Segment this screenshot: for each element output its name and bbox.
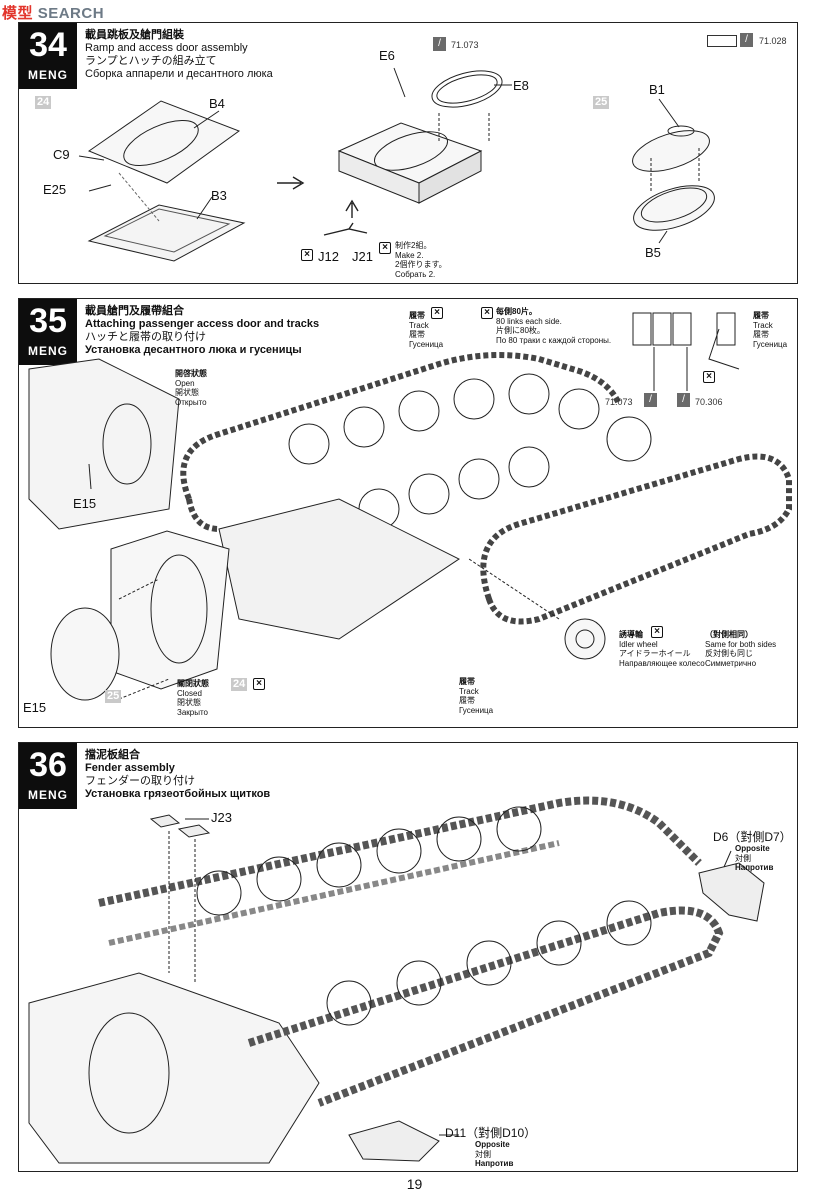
knife-icon: /	[644, 393, 657, 407]
part-label-b1: B1	[649, 82, 665, 97]
part-label-c9: C9	[53, 147, 70, 162]
step-34-drawing	[78, 67, 715, 262]
part-label-e8: E8	[513, 78, 529, 93]
step-title: 載員艙門及履帶組合 Attaching passenger access doo…	[85, 305, 320, 356]
step-title: 擋泥板組合 Fender assembly フェンダーの取り付け Установ…	[85, 749, 271, 800]
part-label-j23: J23	[211, 810, 232, 825]
meng-logo: MENG	[28, 68, 68, 82]
part-label-e25: E25	[43, 182, 67, 197]
page-number: 19	[406, 1176, 423, 1192]
part-label-e15-bottom: E15	[23, 700, 47, 715]
step-ref-25: 25	[105, 690, 122, 703]
links-per-side-note: 每側80片。 80 links each side. 片側に80枚。 По 80…	[496, 307, 612, 345]
step-number-badge: 35 MENG	[19, 299, 77, 365]
step-36-drawing	[28, 796, 765, 1164]
closed-state-icon: ×	[253, 678, 265, 690]
make-two-note-icon: ×	[379, 242, 391, 254]
meng-logo: MENG	[28, 788, 68, 802]
knife-icon: /	[433, 37, 446, 51]
symmetric-note: （對側相同） Same for both sides 反対側も同じ Симмет…	[705, 630, 777, 668]
idler-wheel-icon: ×	[651, 626, 663, 638]
part-label-j21: J21	[352, 249, 373, 264]
links-note-icon: ×	[481, 307, 493, 319]
closed-state-label: 關閉狀態 Closed 閉状態 Закрыто	[177, 679, 209, 717]
knife-icon: /	[740, 33, 753, 47]
make-two-note: 制作2組。 Make 2. 2個作ります。 Собрать 2.	[395, 241, 447, 279]
part-label-b5: B5	[645, 245, 661, 260]
knife-icon: /	[677, 393, 690, 407]
track-label-right: 履帯 Track 履帯 Гусеница	[753, 311, 788, 349]
step-title: 載員跳板及艙門組裝 Ramp and access door assembly …	[85, 29, 273, 80]
part-label-b4: B4	[209, 96, 225, 111]
paint-swatch-icon	[707, 35, 737, 47]
track-link-icon: ×	[703, 371, 715, 383]
step-number-badge: 36 MENG	[19, 743, 77, 809]
watermark: 模型 SEARCH	[2, 5, 105, 22]
part-label-b3: B3	[211, 188, 227, 203]
step-34-panel: 34 MENG 載員跳板及艙門組裝 Ramp and access door a…	[18, 22, 798, 284]
step-35-drawing	[28, 312, 792, 701]
part-label-d11: D11（對側D10） Opposite 対側 Напротив	[445, 1126, 537, 1169]
make-two-icon: ×	[301, 249, 313, 261]
idler-wheel-label: 誘導輪 Idler wheel アイドラーホイール Направляющее к…	[619, 630, 705, 668]
next-step-badge: 25	[593, 96, 610, 109]
previous-step-badge: 24	[35, 96, 52, 109]
part-label-d6: D6（對側D7） Opposite 対側 Напротив	[713, 830, 792, 873]
step-ref-24: 24	[231, 678, 248, 691]
part-label-j12: J12	[318, 249, 339, 264]
paint-ref-1: 71.073	[451, 40, 479, 50]
track-label-top: 履帯 Track 履帯 Гусеница	[409, 311, 444, 349]
paint-ref-1: 71.073	[605, 397, 633, 407]
part-label-e6: E6	[379, 48, 395, 63]
paint-ref-2: 70.306	[695, 397, 723, 407]
meng-logo: MENG	[28, 344, 68, 358]
open-state-label: 開啓狀態 Open 開状態 Открыто	[175, 369, 207, 407]
paint-ref-2: 71.028	[759, 36, 787, 46]
part-label-e15-top: E15	[73, 496, 97, 511]
track-top-icon: ×	[431, 307, 443, 319]
step-36-panel: 36 MENG 擋泥板組合 Fender assembly フェンダーの取り付け…	[18, 742, 798, 1172]
step-35-panel: 35 MENG 載員艙門及履帶組合 Attaching passenger ac…	[18, 298, 798, 728]
step-number-badge: 34 MENG	[19, 23, 77, 89]
track-label-bottom: 履帯 Track 履帯 Гусеница	[459, 677, 494, 715]
